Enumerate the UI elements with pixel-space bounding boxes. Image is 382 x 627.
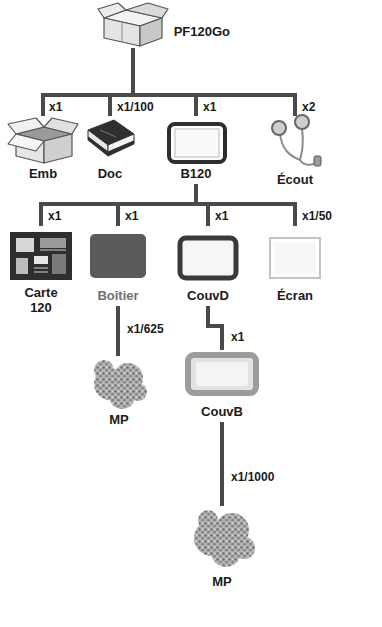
bom-link bbox=[118, 184, 196, 226]
bom-item: Carte 120 bbox=[6, 226, 76, 318]
bom-item: Écran bbox=[262, 226, 328, 306]
housing-icon bbox=[90, 234, 146, 278]
cover-blank-icon bbox=[188, 355, 256, 393]
quantity-label: x1 bbox=[47, 209, 62, 223]
item-label: Carte 120 bbox=[15, 286, 67, 318]
item-label: PF120Go bbox=[174, 25, 230, 42]
item-label: B120 bbox=[180, 167, 211, 184]
bom-item: Écout bbox=[262, 116, 328, 190]
bom-link bbox=[41, 184, 196, 226]
raw-material-icon bbox=[94, 360, 147, 409]
packaging-icon bbox=[8, 118, 78, 163]
bom-link bbox=[116, 306, 120, 356]
quantity-label: x1 bbox=[124, 209, 139, 223]
item-label: CouvD bbox=[187, 289, 229, 306]
bom-item: Emb bbox=[8, 116, 78, 184]
bom-item: B120 bbox=[160, 116, 232, 184]
item-label: Écran bbox=[277, 289, 313, 306]
item-label: CouvB bbox=[201, 405, 243, 422]
raw-material-icon bbox=[194, 510, 255, 567]
item-label: Doc bbox=[98, 167, 123, 184]
bom-link bbox=[196, 184, 295, 226]
quantity-label: x1 bbox=[202, 100, 217, 114]
bom-link bbox=[208, 306, 222, 350]
screen-icon bbox=[270, 238, 320, 278]
item-label: Boîtier bbox=[97, 289, 138, 306]
item-label: Écout bbox=[277, 173, 313, 190]
quantity-label: x1 bbox=[214, 209, 229, 223]
bom-item: Doc bbox=[82, 116, 138, 184]
bom-link bbox=[133, 48, 295, 116]
tablet-icon bbox=[169, 124, 225, 162]
quantity-label: x1/50 bbox=[301, 209, 333, 223]
box-icon bbox=[98, 3, 168, 46]
item-label: Emb bbox=[29, 167, 57, 184]
circuit-board-icon bbox=[10, 232, 72, 280]
bom-item: MP bbox=[187, 506, 257, 592]
documentation-icon bbox=[88, 120, 134, 156]
bom-link bbox=[220, 422, 224, 506]
quantity-label: x1 bbox=[230, 330, 245, 344]
quantity-label: x1/1000 bbox=[230, 470, 275, 484]
earphones-icon bbox=[272, 115, 321, 166]
quantity-label: x2 bbox=[301, 100, 316, 114]
quantity-label: x1/625 bbox=[126, 322, 165, 336]
quantity-label: x1 bbox=[48, 100, 63, 114]
item-label: MP bbox=[212, 575, 232, 592]
item-label: MP bbox=[109, 413, 129, 430]
quantity-label: x1/100 bbox=[116, 100, 155, 114]
bom-item: MP bbox=[84, 356, 154, 430]
cover-icon bbox=[180, 238, 236, 278]
bom-item: Boîtier bbox=[84, 226, 152, 306]
bom-item: CouvB bbox=[180, 350, 264, 422]
bom-item: PF120Go bbox=[100, 2, 230, 48]
bom-item: CouvD bbox=[172, 226, 244, 306]
